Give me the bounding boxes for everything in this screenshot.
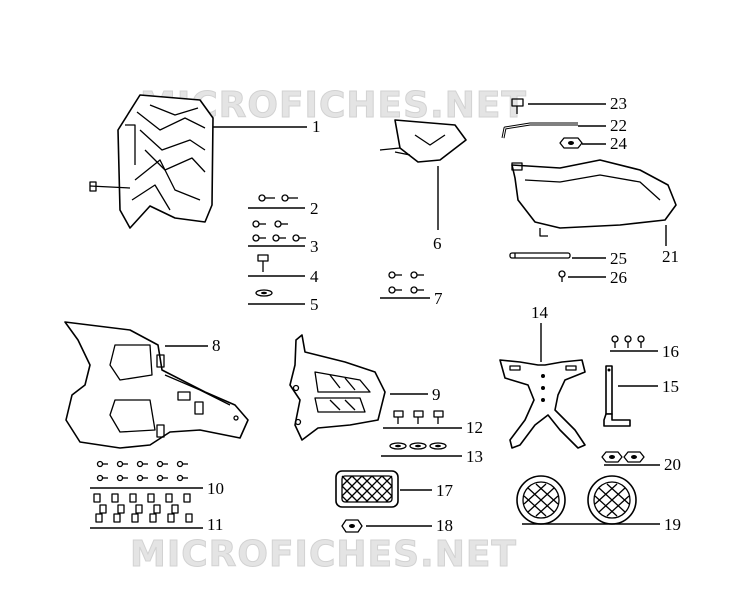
part-4-bolt [257,254,269,272]
part-5-washer [255,289,273,297]
callout-23: 23 [610,94,627,113]
part-20-nuts [601,451,645,463]
part-9-plate-bracket [289,334,386,441]
part-26-screw [558,270,566,282]
callout-6: 6 [433,234,442,253]
part-3-screws [252,220,306,242]
part-8-rear-fender [64,321,249,449]
callout-24: 24 [610,134,628,153]
callout-22: 22 [610,116,627,135]
part-18-nut [341,519,363,533]
callout-1: 1 [312,117,321,136]
callout-11: 11 [207,515,223,534]
callout-20: 20 [664,455,681,474]
callout-5: 5 [310,295,319,314]
part-24-nut [559,137,583,149]
part-11-clips [93,493,193,523]
part-25-rod [509,252,571,259]
callout-7: 7 [434,289,443,308]
watermark-bottom: MICROFICHES.NET [130,534,517,575]
part-23-bolt [511,98,524,114]
part-19-round-reflectors [516,475,637,525]
part-22-rod [501,122,578,139]
callout-12: 12 [466,418,483,437]
callout-25: 25 [610,249,627,268]
part-2-screws [258,194,298,202]
part-12-bolts [393,410,444,424]
part-6-cover [379,119,467,163]
callout-3: 3 [310,237,319,256]
callout-18: 18 [436,516,453,535]
callout-8: 8 [212,336,221,355]
callout-4: 4 [310,267,319,286]
part-7-screws [388,271,424,294]
callout-13: 13 [466,447,483,466]
part-17-reflector [335,470,399,508]
callout-2: 2 [310,199,319,218]
callout-17: 17 [436,481,454,500]
part-13-washers [389,442,447,450]
callout-9: 9 [432,385,441,404]
callout-16: 16 [662,342,679,361]
part-15-small-bracket [603,365,631,427]
callout-19: 19 [664,515,681,534]
callout-21: 21 [662,247,679,266]
part-16-screws [611,335,645,348]
part-1-front-fairing [89,94,214,229]
callout-14: 14 [531,303,549,322]
part-21-side-panel [511,159,677,237]
callout-10: 10 [207,479,224,498]
callout-15: 15 [662,377,679,396]
callout-26: 26 [610,268,627,287]
part-14-bracket [499,359,586,449]
part-10-screws [96,460,188,482]
